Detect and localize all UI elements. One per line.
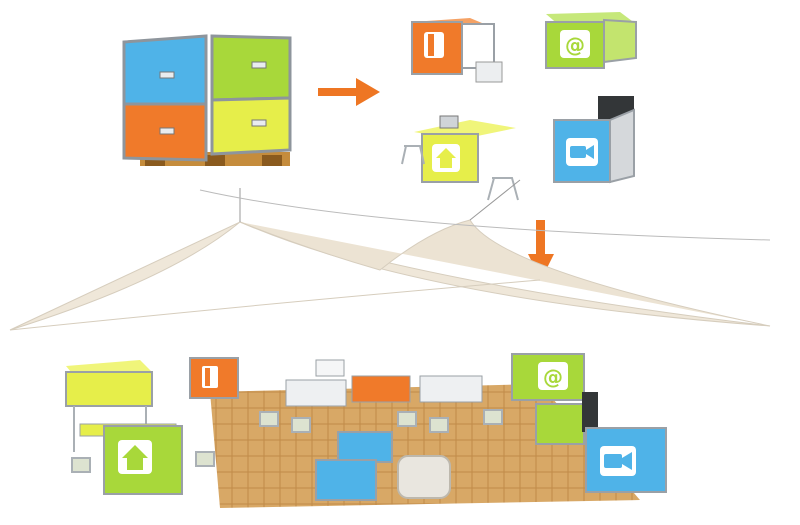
workspace-module-video — [582, 392, 667, 493]
workspace-module-blue-center — [315, 431, 393, 501]
armchair — [397, 455, 451, 499]
svg-text:@: @ — [565, 33, 585, 57]
svg-text:@: @ — [543, 365, 563, 389]
home-icon — [432, 144, 460, 172]
book-icon — [202, 366, 218, 388]
module-email-green: @ — [545, 12, 637, 69]
workspace-module-home — [103, 425, 183, 495]
laptop — [439, 115, 459, 129]
folding-chair — [401, 145, 519, 201]
crate-yellow — [210, 96, 292, 156]
crate-green — [210, 34, 292, 102]
folding-chairs — [71, 409, 503, 473]
module-video-blue — [553, 96, 635, 184]
at-sign-icon: @ — [560, 30, 590, 58]
shade-sail-canopy — [9, 179, 771, 331]
at-sign-icon: @ — [538, 362, 568, 390]
small-box — [475, 61, 503, 83]
home-icon — [118, 440, 152, 474]
arrow-right-icon — [318, 78, 380, 106]
assembled-workspace: @ — [65, 353, 667, 508]
workspace-module-email: @ — [511, 353, 585, 445]
workspace-tables — [285, 359, 483, 407]
video-camera-icon — [566, 138, 598, 166]
video-camera-icon — [600, 446, 636, 476]
module-home-yellow — [401, 115, 519, 201]
book-icon — [424, 32, 444, 58]
crate-blue — [122, 34, 208, 106]
module-library-orange — [411, 18, 503, 83]
stacked-crates-on-pallet — [122, 34, 292, 166]
workspace-module-library — [189, 357, 239, 399]
